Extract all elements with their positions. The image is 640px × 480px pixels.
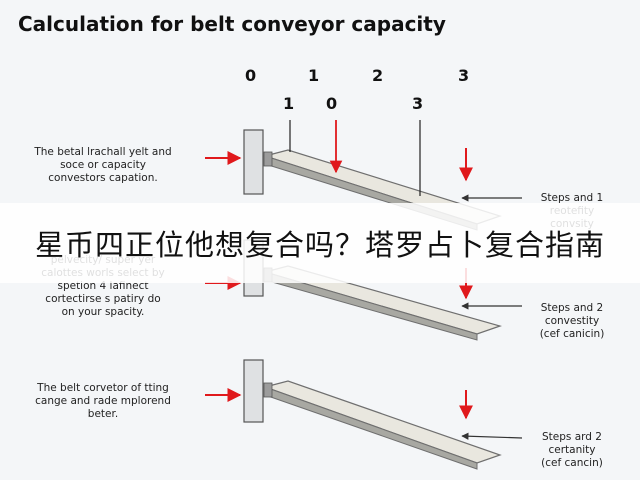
overlay-banner: 星币四正位他想复合吗？塔罗占卜复合指南 (0, 203, 640, 283)
support-post (243, 129, 264, 195)
belt-surface (262, 380, 502, 464)
belt-conveyor-3 (243, 359, 502, 470)
left-note-3: The belt corvetor of tting cange and rad… (35, 382, 171, 420)
belt-side (264, 386, 478, 470)
left-note-1: The betal lrachall yelt and soce or capa… (34, 146, 172, 184)
header-number: 0 (326, 94, 338, 113)
belt-pulley (263, 382, 273, 398)
page-title: Calculation for belt conveyor capacity (18, 12, 446, 36)
overlay-banner-text: 星币四正位他想复合吗？塔罗占卜复合指南 (34, 228, 605, 262)
callout-arrow (461, 432, 523, 440)
header-number: 1 (308, 66, 320, 85)
support-post (243, 359, 264, 423)
belt-pulley (263, 151, 273, 167)
step-label-2: Steps and 2 convestity (cef canicin) (539, 302, 605, 340)
header-number: 0 (245, 66, 257, 85)
header-number: 2 (372, 66, 384, 85)
header-number: 3 (458, 66, 470, 85)
step-label-3: Steps ard 2 certanity (cef cancin) (541, 431, 603, 469)
header-number: 3 (412, 94, 424, 113)
header-number: 1 (283, 94, 295, 113)
